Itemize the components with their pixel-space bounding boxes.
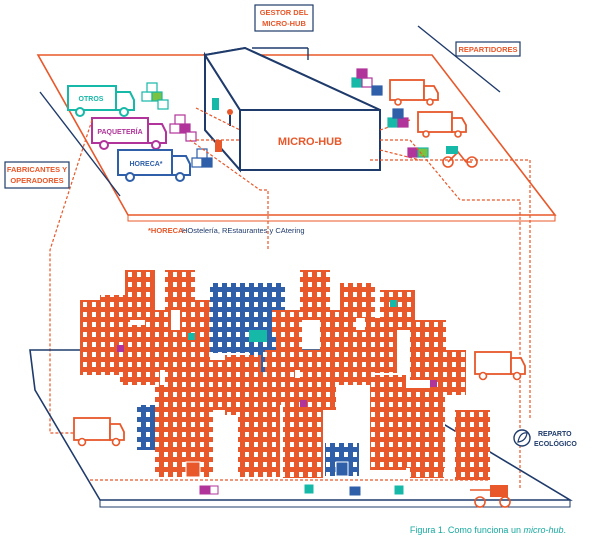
van-lower-right	[474, 351, 526, 381]
repartidores-label: REPARTIDORES	[455, 41, 521, 57]
truck-paqueteria: PAQUETERÍA	[91, 117, 167, 150]
eco-bike	[470, 485, 511, 508]
package-stacks-right	[351, 68, 429, 158]
truck-horeca: HORECA*	[117, 149, 191, 182]
truck-horeca-label: HORECA*	[129, 161, 162, 168]
horeca-note-key: *HORECA:	[148, 226, 186, 235]
city-buildings	[80, 270, 490, 480]
van-right-1	[389, 79, 439, 106]
caption-suffix: .	[563, 525, 566, 535]
gestor-label-line2: MICRO-HUB	[262, 19, 306, 28]
reparto-line2: ECOLÓGICO	[534, 439, 577, 448]
bicycle-icon	[442, 146, 478, 168]
package-stacks-left	[141, 82, 213, 168]
repartidores-text: REPARTIDORES	[458, 45, 517, 54]
truck-otros-label: OTROS	[79, 96, 104, 103]
guide-lines	[39, 25, 501, 197]
gestor-label-line1: GESTOR DEL	[260, 8, 309, 17]
gestor-label: GESTOR DEL MICRO-HUB	[254, 4, 314, 32]
reparto-line1: REPARTO	[538, 431, 572, 438]
van-right-2	[417, 111, 467, 138]
caption-prefix: Figura 1. Como funciona un	[410, 525, 524, 535]
micro-hub-title: MICRO-HUB	[278, 136, 342, 148]
caption-emph: micro-hub	[523, 525, 563, 535]
truck-paqueteria-label: PAQUETERÍA	[97, 127, 142, 136]
van-lower-left	[73, 417, 125, 447]
street-packages	[199, 484, 404, 496]
horeca-note-text: HOstelería, REstaurantes y CAtering	[182, 226, 305, 235]
fabricantes-line2: OPERADORES	[10, 176, 63, 185]
fabricantes-label: FABRICANTES Y OPERADORES	[4, 161, 70, 189]
lower-platform	[29, 349, 573, 508]
leaf-icon	[513, 429, 531, 447]
upper-platform	[36, 54, 557, 222]
fabricantes-line1: FABRICANTES Y	[7, 165, 67, 174]
truck-otros: OTROS	[67, 85, 135, 117]
micro-hub-building: MICRO-HUB	[203, 46, 381, 173]
figure-caption: Figura 1. Como funciona un micro-hub.	[410, 525, 566, 535]
